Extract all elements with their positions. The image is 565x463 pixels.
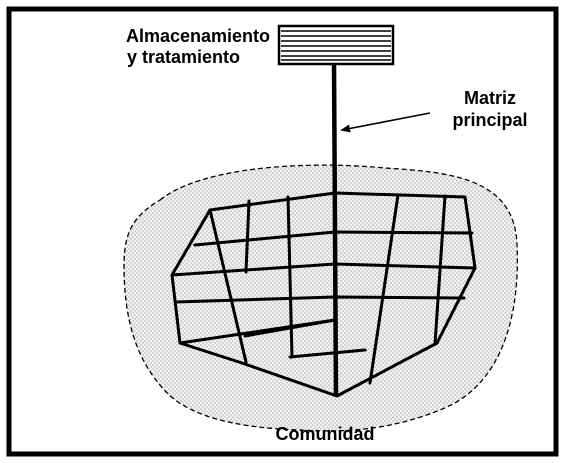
storage-label-line2: y tratamiento xyxy=(127,47,240,67)
storage-tank-icon xyxy=(277,24,395,66)
community-label: Comunidad xyxy=(276,424,375,444)
main-pipe-label-line2: principal xyxy=(452,110,527,130)
main-pipe xyxy=(331,63,339,397)
main-pipe-label-line1: Matriz xyxy=(464,88,516,108)
storage-label-line1: Almacenamiento xyxy=(126,26,270,46)
distribution-network xyxy=(170,191,477,398)
main-pipe-pointer-arrow xyxy=(340,112,431,133)
